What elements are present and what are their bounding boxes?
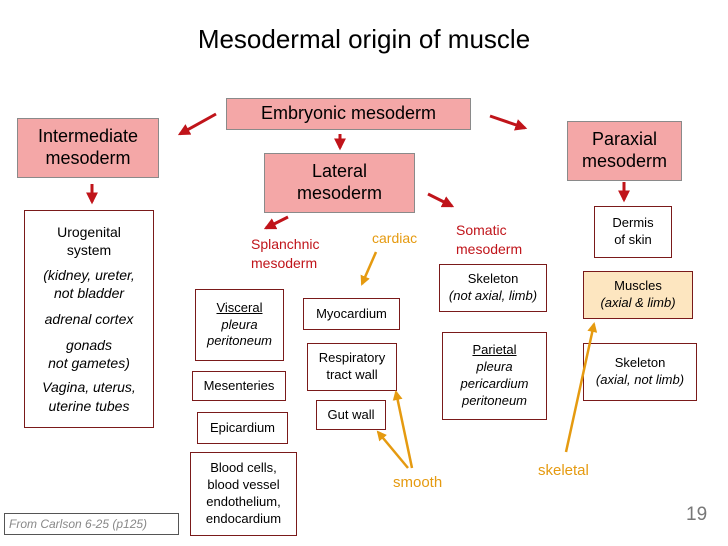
- dermis-box: Dermis of skin: [594, 206, 672, 258]
- splanchnic-line1: Splanchnic: [251, 236, 320, 252]
- visceral-box: Visceral pleura peritoneum: [195, 289, 284, 361]
- skeletal-label: skeletal: [538, 462, 589, 479]
- arrow-cardiac: [360, 251, 378, 286]
- skeleton-paraxial-box: Skeleton (axial, not limb): [583, 343, 697, 401]
- blood-line3: endothelium,: [206, 494, 281, 509]
- page-title: Mesodermal origin of muscle: [197, 24, 531, 54]
- paraxial-label-line1: Paraxial: [591, 129, 658, 150]
- skeleton-paraxial-line2: (axial, not limb): [595, 372, 685, 387]
- splanchnic-line2: mesoderm: [251, 254, 318, 271]
- muscles-line1: Muscles: [614, 278, 662, 294]
- urogenital-line9: uterine tubes: [48, 397, 130, 414]
- lateral-label-line2: mesoderm: [296, 183, 383, 203]
- parietal-line2: pleura: [476, 359, 513, 375]
- myocardium-box: Myocardium: [303, 298, 400, 330]
- intermediate-mesoderm-box: Intermediate mesoderm: [17, 118, 159, 178]
- skeleton-somatic-box: Skeleton (not axial, limb): [439, 264, 547, 312]
- urogenital-line3: (kidney, ureter,: [43, 266, 135, 283]
- mesenteries-box: Mesenteries: [192, 371, 286, 401]
- urogenital-line8: Vagina, uterus,: [42, 379, 136, 396]
- blood-line4: endocardium: [205, 510, 282, 526]
- skeleton-paraxial-line1: Skeleton: [614, 355, 666, 371]
- embryonic-mesoderm-label: Embryonic mesoderm: [260, 103, 437, 124]
- urogenital-line1: Urogenital: [57, 224, 121, 241]
- parietal-line3: pericardium: [460, 376, 529, 391]
- parietal-box: Parietal pleura pericardium peritoneum: [442, 332, 547, 420]
- epicardium-box: Epicardium: [197, 412, 288, 444]
- arrow-smooth-to-gutwall: [376, 430, 409, 469]
- cardiac-label: cardiac: [372, 230, 418, 246]
- arrow-skeletal-to-muscles: [564, 322, 598, 453]
- visceral-line2: pleura: [221, 316, 258, 332]
- somatic-line2: mesoderm: [456, 240, 523, 257]
- arrow-lateral-to-splanchnic: [263, 215, 289, 230]
- page-number: 19: [686, 504, 708, 525]
- somatic-label: Somatic mesoderm: [456, 221, 522, 259]
- gutwall-label: Gut wall: [327, 406, 375, 422]
- lateral-label-line1: Lateral: [311, 161, 368, 182]
- muscles-line2: (axial & limb): [600, 295, 676, 310]
- embryonic-mesoderm-box: Embryonic mesoderm: [226, 98, 471, 130]
- epicardium-label: Epicardium: [209, 419, 276, 435]
- arrow-smooth-to-respiratory: [392, 390, 414, 469]
- urogenital-line6: gonads: [66, 337, 112, 354]
- muscles-box: Muscles (axial & limb): [583, 271, 693, 319]
- parietal-line4: peritoneum: [461, 392, 528, 408]
- respiratory-line2: tract wall: [326, 367, 378, 382]
- visceral-line3: peritoneum: [206, 333, 273, 349]
- blood-box: Blood cells, blood vessel endothelium, e…: [190, 452, 297, 536]
- skeleton-somatic-line2: (not axial, limb): [448, 288, 538, 303]
- smooth-label: smooth: [393, 474, 443, 491]
- urogenital-line5: adrenal cortex: [44, 310, 134, 327]
- dermis-line2: of skin: [614, 232, 652, 247]
- mesenteries-label: Mesenteries: [203, 377, 275, 393]
- arrow-lateral-to-somatic: [427, 192, 455, 208]
- paraxial-mesoderm-box: Paraxial mesoderm: [567, 121, 682, 181]
- urogenital-line4: not bladder: [53, 284, 125, 301]
- respiratory-line1: Respiratory: [318, 350, 386, 366]
- intermediate-label-line1: Intermediate: [37, 126, 139, 147]
- arrow-embryonic-to-intermediate: [177, 112, 217, 136]
- urogenital-line7: not gametes): [48, 355, 130, 372]
- gutwall-box: Gut wall: [316, 400, 386, 430]
- visceral-line1: Visceral: [216, 299, 263, 315]
- myocardium-label: Myocardium: [316, 305, 387, 321]
- parietal-line1: Parietal: [472, 342, 517, 358]
- blood-line1: Blood cells,: [210, 460, 277, 476]
- urogenital-box: Urogenital system (kidney, ureter, not b…: [24, 210, 154, 428]
- source-credit: From Carlson 6-25 (p125): [4, 513, 179, 535]
- blood-line2: blood vessel: [207, 477, 280, 493]
- skeleton-somatic-line1: Skeleton: [467, 271, 519, 287]
- splanchnic-label: Splanchnic mesoderm: [251, 235, 320, 273]
- paraxial-label-line2: mesoderm: [581, 151, 668, 171]
- urogenital-line2: system: [66, 242, 112, 259]
- lateral-mesoderm-box: Lateral mesoderm: [264, 153, 415, 213]
- intermediate-label-line2: mesoderm: [45, 148, 131, 168]
- respiratory-box: Respiratory tract wall: [307, 343, 397, 391]
- somatic-line1: Somatic: [456, 222, 507, 238]
- arrow-embryonic-to-paraxial: [489, 114, 528, 131]
- dermis-line1: Dermis: [612, 215, 654, 231]
